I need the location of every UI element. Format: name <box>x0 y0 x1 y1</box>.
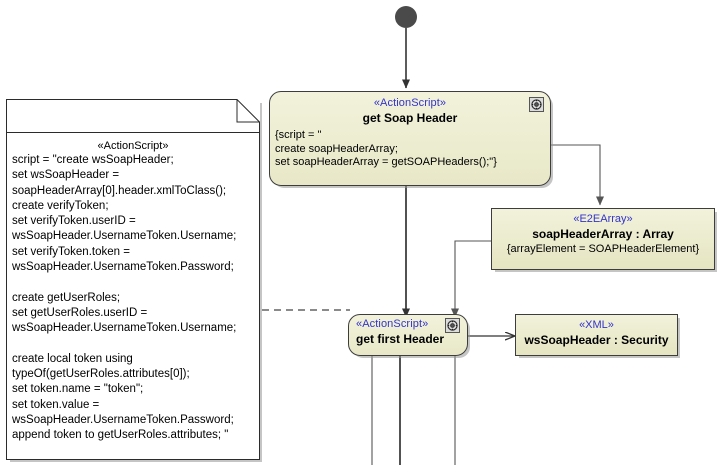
activity-get-soap-header[interactable]: «ActionScript» get Soap Header {script =… <box>269 91 551 186</box>
initial-node[interactable] <box>395 6 417 28</box>
get-soap-header-title: get Soap Header <box>362 111 458 125</box>
note-shape-icon <box>6 99 260 460</box>
behavior-gear-icon[interactable] <box>529 97 544 112</box>
object-ws-soap-header[interactable]: «XML» wsSoapHeader : Security <box>515 314 678 356</box>
get-soap-header-body: {script = " create soapHeaderArray; set … <box>275 129 497 168</box>
ws-soap-header-stereotype: «XML» <box>579 319 614 331</box>
behavior-gear-icon[interactable] <box>445 318 460 333</box>
get-first-header-title: get first Header <box>356 332 445 346</box>
soap-header-array-title: soapHeaderArray : Array <box>532 227 674 241</box>
gear-icon-glyph <box>531 99 542 110</box>
get-first-header-stereotype: «ActionScript» <box>356 318 429 330</box>
object-soap-header-array[interactable]: «E2EArray» soapHeaderArray : Array {arra… <box>491 208 715 270</box>
edge-array-to-get-first-header <box>451 240 491 318</box>
edge-get-soap-header-to-array <box>551 144 604 206</box>
soap-header-array-constraint: {arrayElement = SOAPHeaderElement} <box>506 243 700 255</box>
note-stereotype: «ActionScript» <box>97 140 169 152</box>
get-soap-header-stereotype: «ActionScript» <box>373 97 447 109</box>
activity-get-first-header[interactable]: «ActionScript» get first Header <box>348 314 468 356</box>
ws-soap-header-title: wsSoapHeader : Security <box>524 333 669 347</box>
note-body-text: script = "create wsSoapHeader; set wsSoa… <box>12 154 237 442</box>
actionscript-note[interactable]: «ActionScript» script = "create wsSoapHe… <box>6 99 260 460</box>
soap-header-array-stereotype: «E2EArray» <box>573 213 633 225</box>
gear-icon-glyph <box>447 320 458 331</box>
